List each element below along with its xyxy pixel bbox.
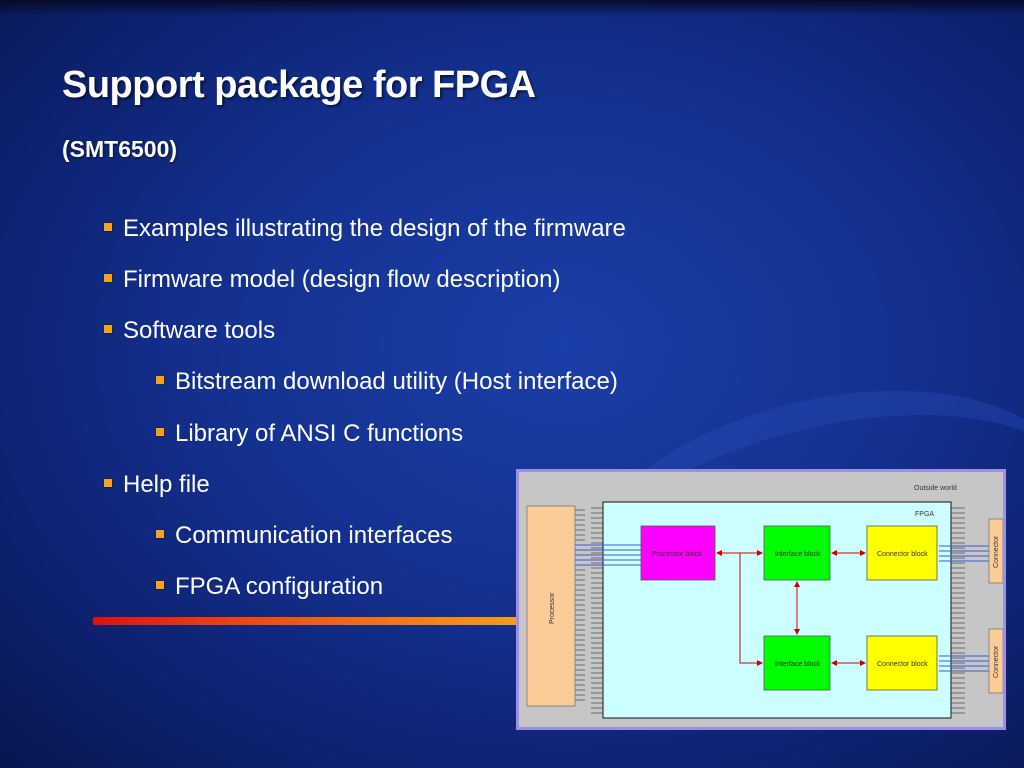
fpga-right-pins [951,507,965,714]
top-shadow-bar [0,0,1024,16]
slide-subtitle: (SMT6500) [62,136,178,162]
connector-bottom [988,628,1003,694]
sub-bullet-item: Bitstream download utility (Host interfa… [156,368,618,396]
bullet-text: Communication interfaces [175,522,453,549]
connector-top [988,518,1003,584]
square-bullet-icon [104,223,112,231]
processor-pins [575,509,585,701]
bullet-text: Software tools [123,317,276,344]
fpga-label: FPGA [915,511,934,518]
connector-block-top [866,525,938,581]
square-bullet-icon [104,479,112,487]
data-flow-arrows [716,550,866,666]
bullet-text: Bitstream download utility (Host interfa… [175,368,618,395]
processor-box [526,505,576,707]
connector-top-label: Connector [993,535,1000,568]
processor-label: Processor [549,592,556,624]
bullet-item: Examples illustrating the design of the … [104,215,626,243]
processor-block [640,525,716,581]
bullet-item: Help file [104,471,210,499]
processor-bus-lines [575,544,641,566]
square-bullet-icon [104,274,112,282]
slide-title: Support package for FPGA [62,64,536,106]
interface-block-bottom [763,635,831,691]
square-bullet-icon [156,428,164,436]
square-bullet-icon [104,325,112,333]
bullet-text: Library of ANSI C functions [175,420,464,447]
sub-bullet-item: Communication interfaces [156,522,452,550]
bullet-text: FPGA configuration [175,573,384,600]
orange-divider-line [93,617,533,625]
connector-bus-lines [939,545,989,672]
square-bullet-icon [156,530,164,538]
sub-bullet-item: Library of ANSI C functions [156,420,463,448]
connector-block-bottom [866,635,938,691]
connector-block-bottom-label: Connector block [877,661,928,668]
sub-bullet-item: FPGA configuration [156,573,383,601]
processor-block-label: Processor block [652,551,702,558]
outside-world-label: Outside world [914,485,957,492]
connector-bottom-label: Connector [993,645,1000,678]
fpga-architecture-diagram: Outside world Processor FPGA [516,469,1006,730]
diagram-svg: Outside world Processor FPGA [526,485,1003,719]
square-bullet-icon [156,376,164,384]
interface-block-bottom-label: Interface block [775,661,821,668]
interface-block-top [763,525,831,581]
bullet-item: Firmware model (design flow description) [104,266,560,294]
bullet-text: Firmware model (design flow description) [123,266,561,293]
bullet-item: Software tools [104,317,275,345]
fpga-left-pins [591,507,603,714]
interface-block-top-label: Interface block [775,551,821,558]
bullet-text: Help file [123,471,210,498]
square-bullet-icon [156,581,164,589]
connector-block-top-label: Connector block [877,551,928,558]
bullet-text: Examples illustrating the design of the … [123,215,626,242]
